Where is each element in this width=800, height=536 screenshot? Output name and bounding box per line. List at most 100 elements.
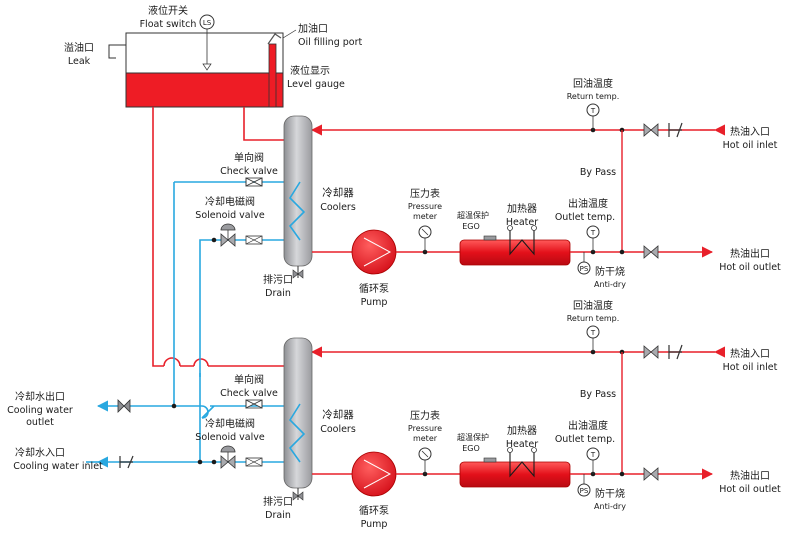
outlet-temp-gauge: T — [586, 447, 600, 461]
return-temp-gauge: T — [586, 103, 600, 117]
hot-oil-outlet-label-cn: 热油出口 — [730, 247, 770, 260]
pump-label-en: Pump — [361, 519, 388, 530]
pump-label-cn: 循环泵 — [359, 504, 389, 517]
pump-label-en: Pump — [361, 297, 388, 308]
solenoid-label-cn: 冷却电磁阀 — [205, 417, 255, 430]
svg-text:溢油口: 溢油口 — [64, 41, 94, 54]
hot-oil-outlet-label-en: Hot oil outlet — [719, 262, 781, 273]
tank-oil-lines — [152, 107, 284, 367]
return-temp-label-cn: 回油温度 — [573, 299, 613, 312]
drain-label-en: Drain — [265, 510, 291, 521]
svg-text:T: T — [590, 229, 596, 237]
hot-oil-inlet-label-en: Hot oil inlet — [723, 362, 778, 373]
return-temp-gauge: T — [586, 325, 600, 339]
drain-label-en: Drain — [265, 288, 291, 299]
hot-oil-inlet-label-cn: 热油入口 — [730, 347, 770, 360]
pump-label-cn: 循环泵 — [359, 282, 389, 295]
svg-text:冷却水出口: 冷却水出口 — [15, 390, 65, 403]
outlet-valve — [643, 467, 659, 481]
heater-label-en: Heater — [506, 217, 538, 228]
heater-element — [509, 229, 535, 256]
anti-dry-ps: PS — [577, 261, 591, 275]
heater-label-cn: 加热器 — [507, 202, 537, 215]
return-temp-label-cn: 回油温度 — [573, 77, 613, 90]
svg-text:T: T — [590, 329, 596, 337]
anti-dry-ps: PS — [577, 483, 591, 497]
ego-sensor — [483, 235, 497, 241]
coolers-label-en: Coolers — [320, 202, 356, 213]
svg-text:T: T — [590, 451, 596, 459]
svg-text:outlet: outlet — [26, 417, 54, 428]
cooler-coil — [288, 181, 306, 241]
inlet-valve — [643, 123, 659, 137]
inlet-check-valve — [668, 122, 683, 138]
cooling-water-outlet: 冷却水出口 Cooling water outlet — [7, 390, 177, 428]
heater-element — [509, 451, 535, 478]
outlet-temp-label-en: Outlet temp. — [555, 434, 615, 445]
outlet-valve — [643, 245, 659, 259]
ego-label-en: EGO — [462, 222, 480, 231]
svg-text:Float switch: Float switch — [140, 19, 197, 30]
hot-oil-inlet-label-en: Hot oil inlet — [723, 140, 778, 151]
solenoid-label-en: Solenoid valve — [195, 432, 265, 443]
check-valve-label-en: Check valve — [220, 388, 278, 399]
anti-dry-label-cn: 防干烧 — [595, 265, 625, 278]
svg-text:Level gauge: Level gauge — [287, 79, 345, 90]
outlet-temp-label-en: Outlet temp. — [555, 212, 615, 223]
coolers-label-cn: 冷却器 — [322, 186, 354, 199]
oil-filling-port — [267, 33, 282, 45]
heater-vessel — [459, 461, 571, 488]
svg-text:PS: PS — [580, 265, 589, 273]
pressure-label-en2: meter — [413, 434, 438, 443]
solenoid-label-cn: 冷却电磁阀 — [205, 195, 255, 208]
ego-label-en: EGO — [462, 444, 480, 453]
svg-text:加油口: 加油口 — [298, 22, 328, 35]
svg-text:LS: LS — [203, 19, 212, 27]
inlet-check-valve — [668, 344, 683, 360]
cooler-vessel — [283, 337, 313, 489]
return-temp-label-en: Return temp. — [567, 92, 620, 101]
heater-label-cn: 加热器 — [507, 424, 537, 437]
coolers-label-en: Coolers — [320, 424, 356, 435]
svg-text:液位显示: 液位显示 — [290, 64, 330, 77]
svg-text:PS: PS — [580, 487, 589, 495]
pressure-label-cn: 压力表 — [410, 409, 440, 422]
hot-oil-outlet-label-en: Hot oil outlet — [719, 484, 781, 495]
svg-text:Cooling water inlet: Cooling water inlet — [13, 461, 103, 472]
pump-arrow — [363, 237, 392, 267]
outlet-temp-label-cn: 出油温度 — [568, 197, 608, 210]
anti-dry-label-en: Anti-dry — [594, 502, 626, 511]
pressure-label-en1: Pressure — [408, 202, 442, 211]
check-valve — [245, 177, 263, 187]
cooling-water-lines — [96, 181, 284, 463]
coolers-label-cn: 冷却器 — [322, 408, 354, 421]
leak-port — [108, 44, 126, 59]
cooler-coil — [288, 403, 306, 463]
pump-arrow — [363, 459, 392, 489]
check-valve-label-cn: 单向阀 — [234, 373, 264, 386]
solenoid-label-en: Solenoid valve — [195, 210, 265, 221]
hot-oil-outlet-label-cn: 热油出口 — [730, 469, 770, 482]
svg-text:液位开关: 液位开关 — [148, 4, 188, 17]
outlet-temp-label-cn: 出油温度 — [568, 419, 608, 432]
svg-text:Leak: Leak — [68, 56, 91, 67]
expansion-tank: LS 液位开关 Float switch 溢油口 Leak 加油口 Oil fi… — [64, 4, 362, 108]
ego-sensor — [483, 457, 497, 463]
level-gauge — [268, 43, 277, 108]
svg-text:冷却水入口: 冷却水入口 — [15, 446, 65, 459]
bypass-label: By Pass — [580, 389, 616, 400]
bypass-label: By Pass — [580, 167, 616, 178]
drain-label-cn: 排污口 — [263, 495, 293, 508]
ego-label-cn: 超温保护 — [457, 432, 489, 442]
heater-label-en: Heater — [506, 439, 538, 450]
pressure-gauge — [418, 447, 432, 461]
drain-label-cn: 排污口 — [263, 273, 293, 286]
inlet-valve — [643, 345, 659, 359]
pressure-label-cn: 压力表 — [410, 187, 440, 200]
pressure-label-en2: meter — [413, 212, 438, 221]
heater-vessel — [459, 239, 571, 266]
pressure-label-en1: Pressure — [408, 424, 442, 433]
